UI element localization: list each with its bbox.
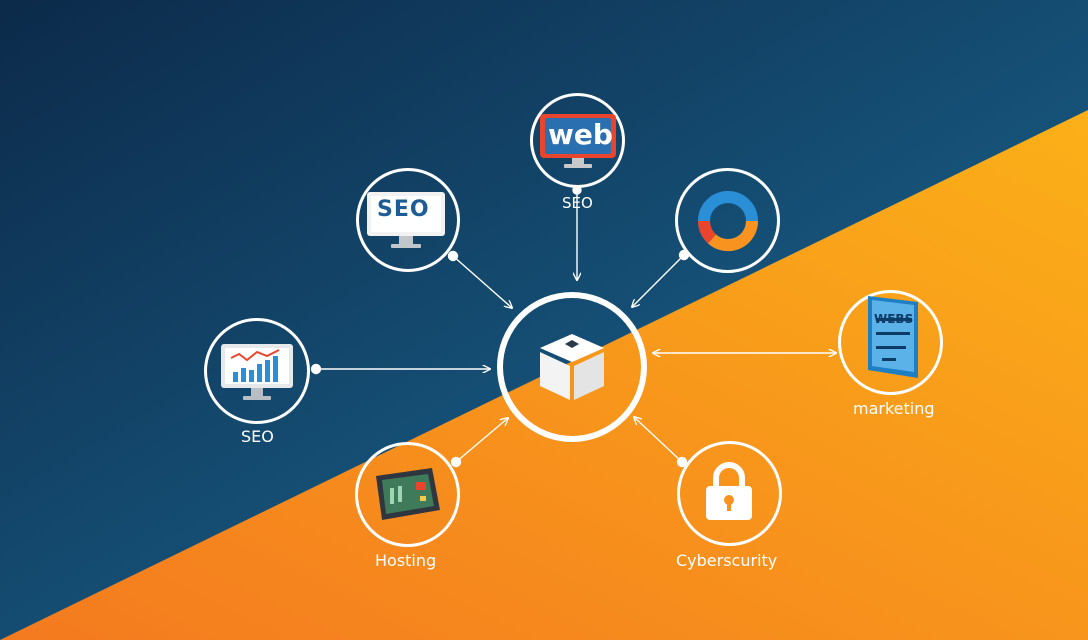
web-icon-text: web [548, 118, 613, 151]
server-device-icon [376, 468, 440, 520]
web-node [530, 93, 625, 188]
box-icon [540, 334, 604, 400]
web-node-label: SEO [562, 194, 593, 212]
hosting-node-label: Hosting [375, 551, 437, 570]
seo-top-icon-text: SEO [377, 197, 430, 222]
connector-dot-seo-left [310, 363, 322, 375]
marketing-panel-icon [868, 296, 918, 378]
hosting-node [355, 442, 460, 547]
connector-analytics [632, 254, 685, 307]
marketing-icon-text: WEBS [874, 312, 914, 326]
seo-left-node [204, 318, 310, 424]
connector-dot-seo-top [447, 250, 459, 262]
connector-cybersecurity [634, 417, 683, 463]
cybersecurity-node-label: Cyberscurity [676, 551, 778, 570]
padlock-icon [706, 462, 752, 520]
hub-node [497, 292, 647, 442]
marketing-node-label: marketing [853, 399, 935, 418]
cybersecurity-node [677, 441, 782, 546]
connector-hosting [455, 418, 508, 463]
connector-dot-hosting [450, 456, 462, 468]
seo-left-node-label: SEO [241, 427, 274, 446]
connectors [310, 185, 837, 468]
analytics-node [675, 168, 780, 273]
marketing-node [838, 290, 943, 395]
line-chart-monitor-icon [221, 344, 293, 400]
donut-chart-icon [697, 191, 759, 252]
seo-top-node [356, 168, 460, 272]
web-monitor-icon [540, 114, 616, 168]
seo-monitor-icon [367, 192, 445, 248]
connector-seo-top [452, 255, 512, 308]
